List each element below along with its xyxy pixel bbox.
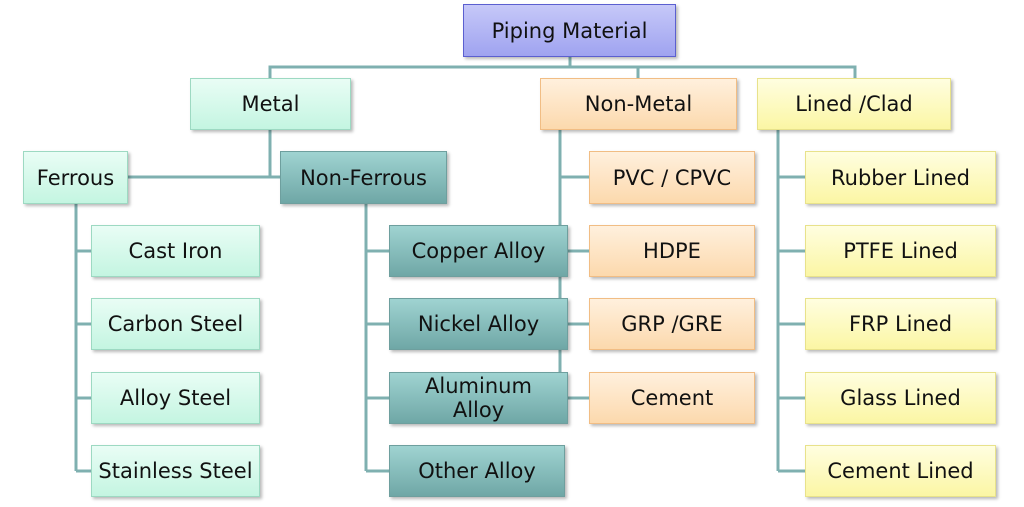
node-non-ferrous-item: Nickel Alloy (389, 298, 568, 350)
node-lined-item: PTFE Lined (805, 225, 996, 277)
node-non-ferrous: Non-Ferrous (280, 151, 447, 204)
node-lined-item: Cement Lined (805, 445, 996, 497)
node-non-ferrous-item: Aluminum Alloy (389, 372, 568, 424)
node-non-ferrous-item: Other Alloy (389, 445, 565, 497)
node-ferrous-item: Alloy Steel (91, 372, 260, 424)
node-piping-material: Piping Material (463, 4, 676, 57)
connector-metal (128, 130, 280, 179)
node-non-metal-item: Cement (589, 372, 755, 424)
node-ferrous-item: Cast Iron (91, 225, 260, 277)
node-ferrous-item: Carbon Steel (91, 298, 260, 350)
node-lined-item: Glass Lined (805, 372, 996, 424)
connector-root (268, 57, 857, 78)
node-non-metal: Non-Metal (540, 78, 737, 130)
connector-ferrous (74, 204, 91, 473)
node-lined-item: Rubber Lined (805, 151, 996, 204)
node-lined-item: FRP Lined (805, 298, 996, 350)
node-lined-clad: Lined /Clad (757, 78, 951, 130)
node-non-metal-item: GRP /GRE (589, 298, 755, 350)
node-metal: Metal (190, 78, 351, 130)
node-ferrous: Ferrous (23, 151, 128, 204)
node-non-metal-item: HDPE (589, 225, 755, 277)
node-non-metal-item: PVC / CPVC (589, 151, 755, 204)
node-non-ferrous-item: Copper Alloy (389, 225, 568, 277)
connector-lined (776, 130, 805, 473)
connector-non-ferrous (364, 204, 389, 473)
node-ferrous-item: Stainless Steel (91, 445, 260, 497)
